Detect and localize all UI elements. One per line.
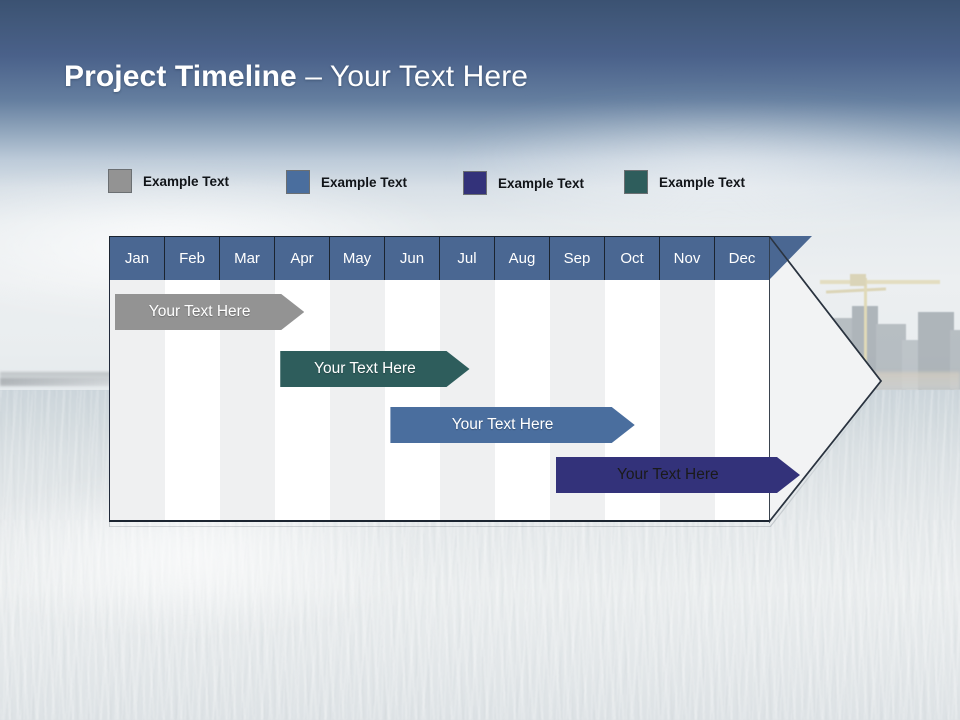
legend-item-4: Example Text xyxy=(624,170,745,194)
month-header-dec[interactable]: Dec xyxy=(715,236,770,280)
crane-cab-icon xyxy=(850,274,866,286)
task-bar-4[interactable]: Your Text Here xyxy=(556,457,800,493)
task-bar-label-3: Your Text Here xyxy=(451,416,554,433)
month-header-top-border xyxy=(109,236,770,237)
legend-swatch-2 xyxy=(286,170,310,194)
month-header-may[interactable]: May xyxy=(330,236,385,280)
timeline-column-may xyxy=(330,280,385,520)
month-header-aug[interactable]: Aug xyxy=(495,236,550,280)
legend-swatch-4 xyxy=(624,170,648,194)
task-bar-label-1: Your Text Here xyxy=(148,303,251,320)
month-header-nov[interactable]: Nov xyxy=(660,236,715,280)
task-bar-3[interactable]: Your Text Here xyxy=(390,407,634,443)
distant-shoreline-detail xyxy=(0,378,160,386)
month-header-jun[interactable]: Jun xyxy=(385,236,440,280)
month-header-jul[interactable]: Jul xyxy=(440,236,495,280)
page-title: Project Timeline – Your Text Here xyxy=(64,60,528,94)
page-title-bold: Project Timeline xyxy=(64,60,297,93)
legend-item-2: Example Text xyxy=(286,170,407,194)
legend-swatch-3 xyxy=(463,171,487,195)
month-header-feb[interactable]: Feb xyxy=(165,236,220,280)
task-bar-label-4: Your Text Here xyxy=(616,466,719,483)
crane-mast-icon xyxy=(864,278,867,370)
timeline-column-jul xyxy=(440,280,495,520)
task-bar-1[interactable]: Your Text Here xyxy=(115,294,304,330)
task-bar-label-2: Your Text Here xyxy=(314,360,416,377)
legend-swatch-1 xyxy=(108,169,132,193)
timeline-column-aug xyxy=(495,280,550,520)
month-header-mar[interactable]: Mar xyxy=(220,236,275,280)
month-header-sep[interactable]: Sep xyxy=(550,236,605,280)
month-header-jan[interactable]: Jan xyxy=(109,236,165,280)
timeline-column-jun xyxy=(385,280,440,520)
legend-label-4: Example Text xyxy=(659,174,746,190)
crane-jib-icon xyxy=(820,280,940,284)
legend-label-2: Example Text xyxy=(321,174,408,190)
page-title-rest: – Your Text Here xyxy=(296,60,529,93)
task-bar-2[interactable]: Your Text Here xyxy=(280,351,469,387)
timeline-arrow-head xyxy=(769,236,884,524)
month-header-apr[interactable]: Apr xyxy=(275,236,330,280)
legend-item-1: Example Text xyxy=(108,169,229,193)
legend-item-3: Example Text xyxy=(463,171,584,195)
legend-label-1: Example Text xyxy=(143,173,230,189)
legend-label-3: Example Text xyxy=(498,175,585,191)
month-header-oct[interactable]: Oct xyxy=(605,236,660,280)
